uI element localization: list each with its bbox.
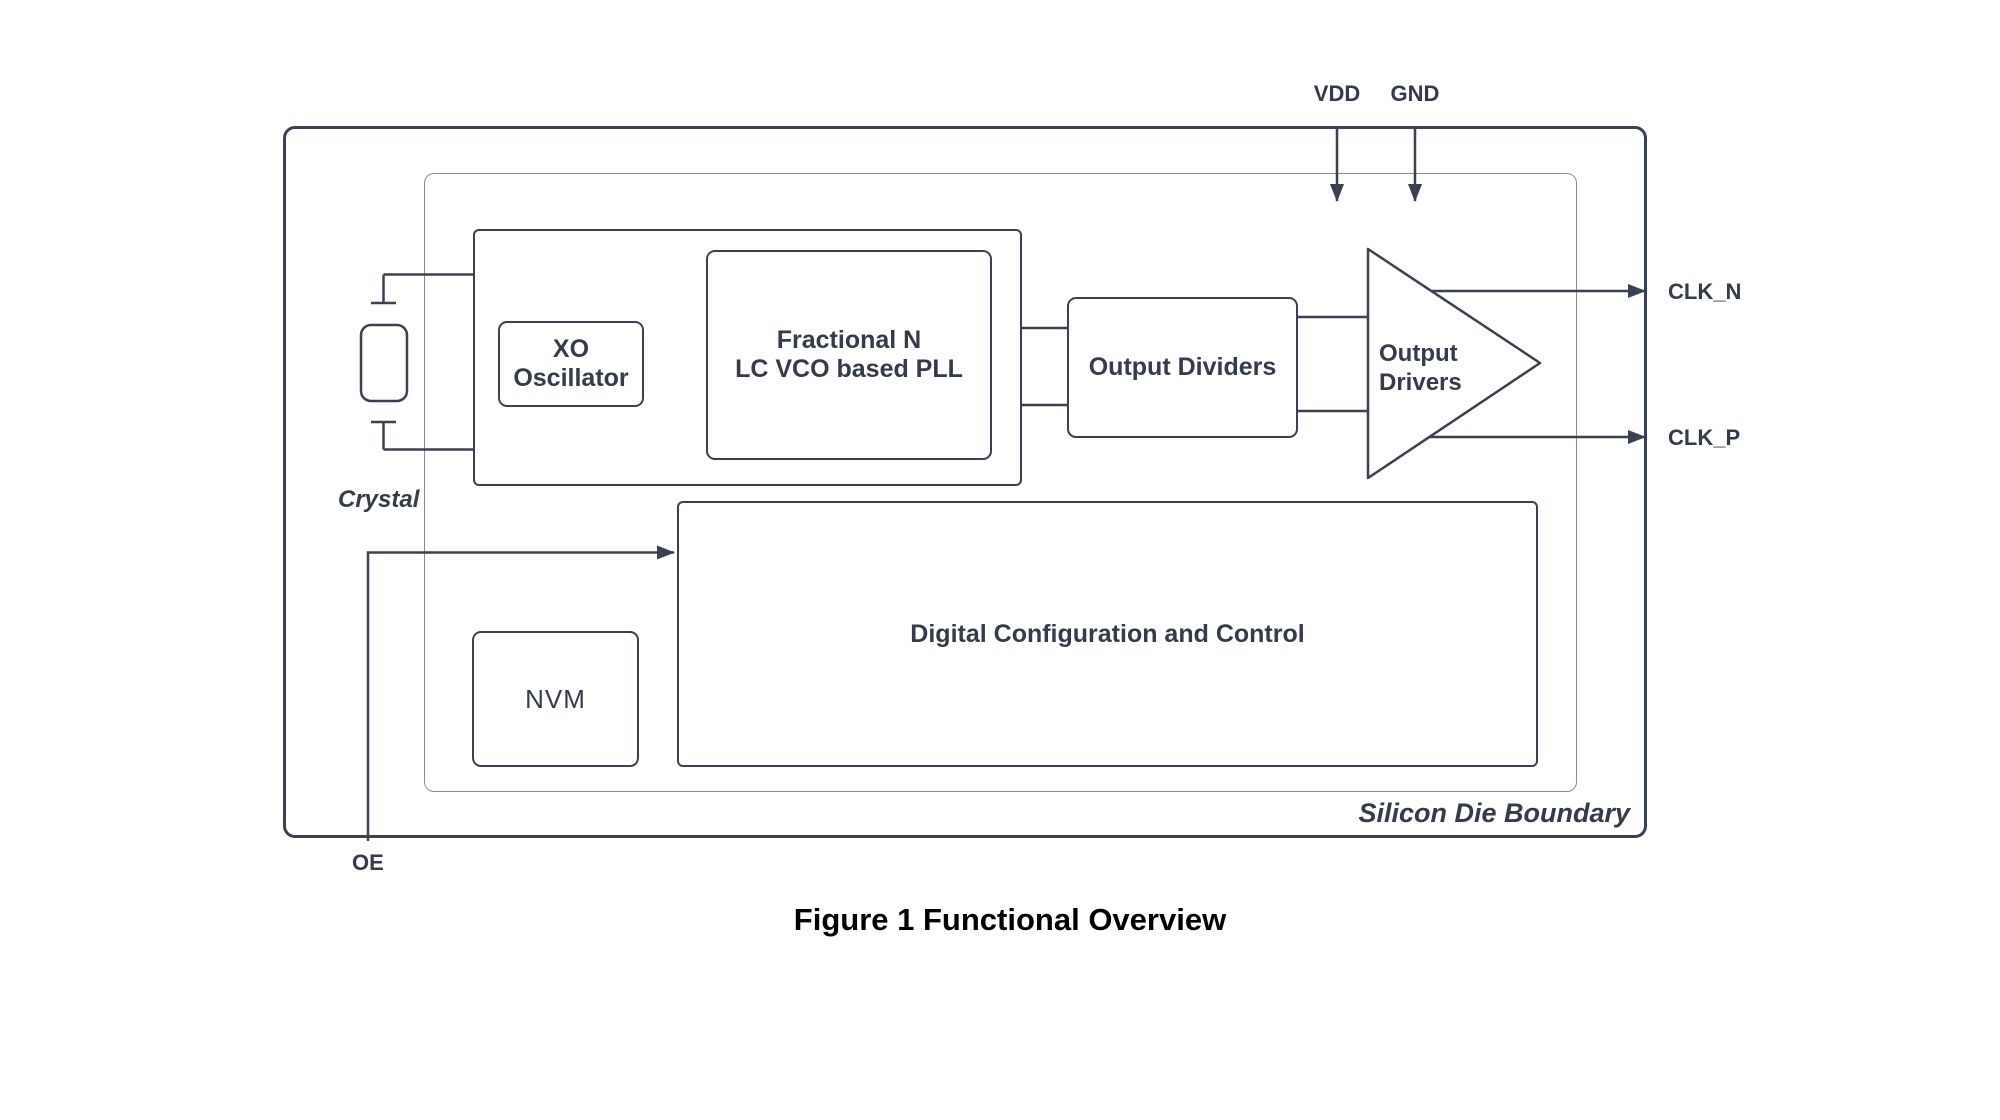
output-drivers-label: Output Drivers bbox=[1379, 340, 1462, 396]
crystal-bottom-lead bbox=[371, 420, 473, 451]
oe-pin-label: OE bbox=[352, 850, 384, 875]
inner-core-box bbox=[424, 173, 1577, 792]
gnd-pin-label: GND bbox=[1390, 81, 1440, 106]
clk-n-pin-label: CLK_N bbox=[1668, 279, 1742, 304]
silicon-die-boundary-label: Silicon Die Boundary bbox=[1358, 798, 1630, 828]
crystal-top-lead bbox=[371, 273, 473, 305]
nvm-label: NVM bbox=[525, 683, 586, 714]
vdd-pin-label: VDD bbox=[1313, 81, 1361, 106]
pll-container-box bbox=[473, 229, 1022, 486]
silicon-die-boundary-box bbox=[283, 126, 1647, 838]
digital-config-block: Digital Configuration and Control bbox=[677, 501, 1538, 767]
output-dividers-block: Output Dividers bbox=[1067, 297, 1298, 438]
crystal-label: Crystal bbox=[338, 486, 420, 513]
output-drivers-triangle bbox=[1366, 247, 1542, 480]
xo-oscillator-label: XO Oscillator bbox=[513, 335, 629, 392]
output-dividers-label: Output Dividers bbox=[1088, 353, 1277, 381]
oe-arrow bbox=[366, 545, 675, 841]
xo-oscillator-block: XO Oscillator bbox=[498, 321, 644, 407]
figure-caption: Figure 1 Functional Overview bbox=[793, 902, 1227, 937]
fractional-pll-label: Fractional N LC VCO based PLL bbox=[735, 326, 963, 383]
nvm-block: NVM bbox=[472, 631, 639, 767]
digital-config-label: Digital Configuration and Control bbox=[910, 619, 1305, 648]
dividers-to-drivers-lines bbox=[1298, 315, 1368, 413]
pll-to-dividers-lines bbox=[1022, 326, 1067, 407]
fractional-pll-block: Fractional N LC VCO based PLL bbox=[706, 250, 992, 460]
clk-p-pin-label: CLK_P bbox=[1668, 425, 1741, 450]
crystal-symbol bbox=[359, 323, 409, 403]
